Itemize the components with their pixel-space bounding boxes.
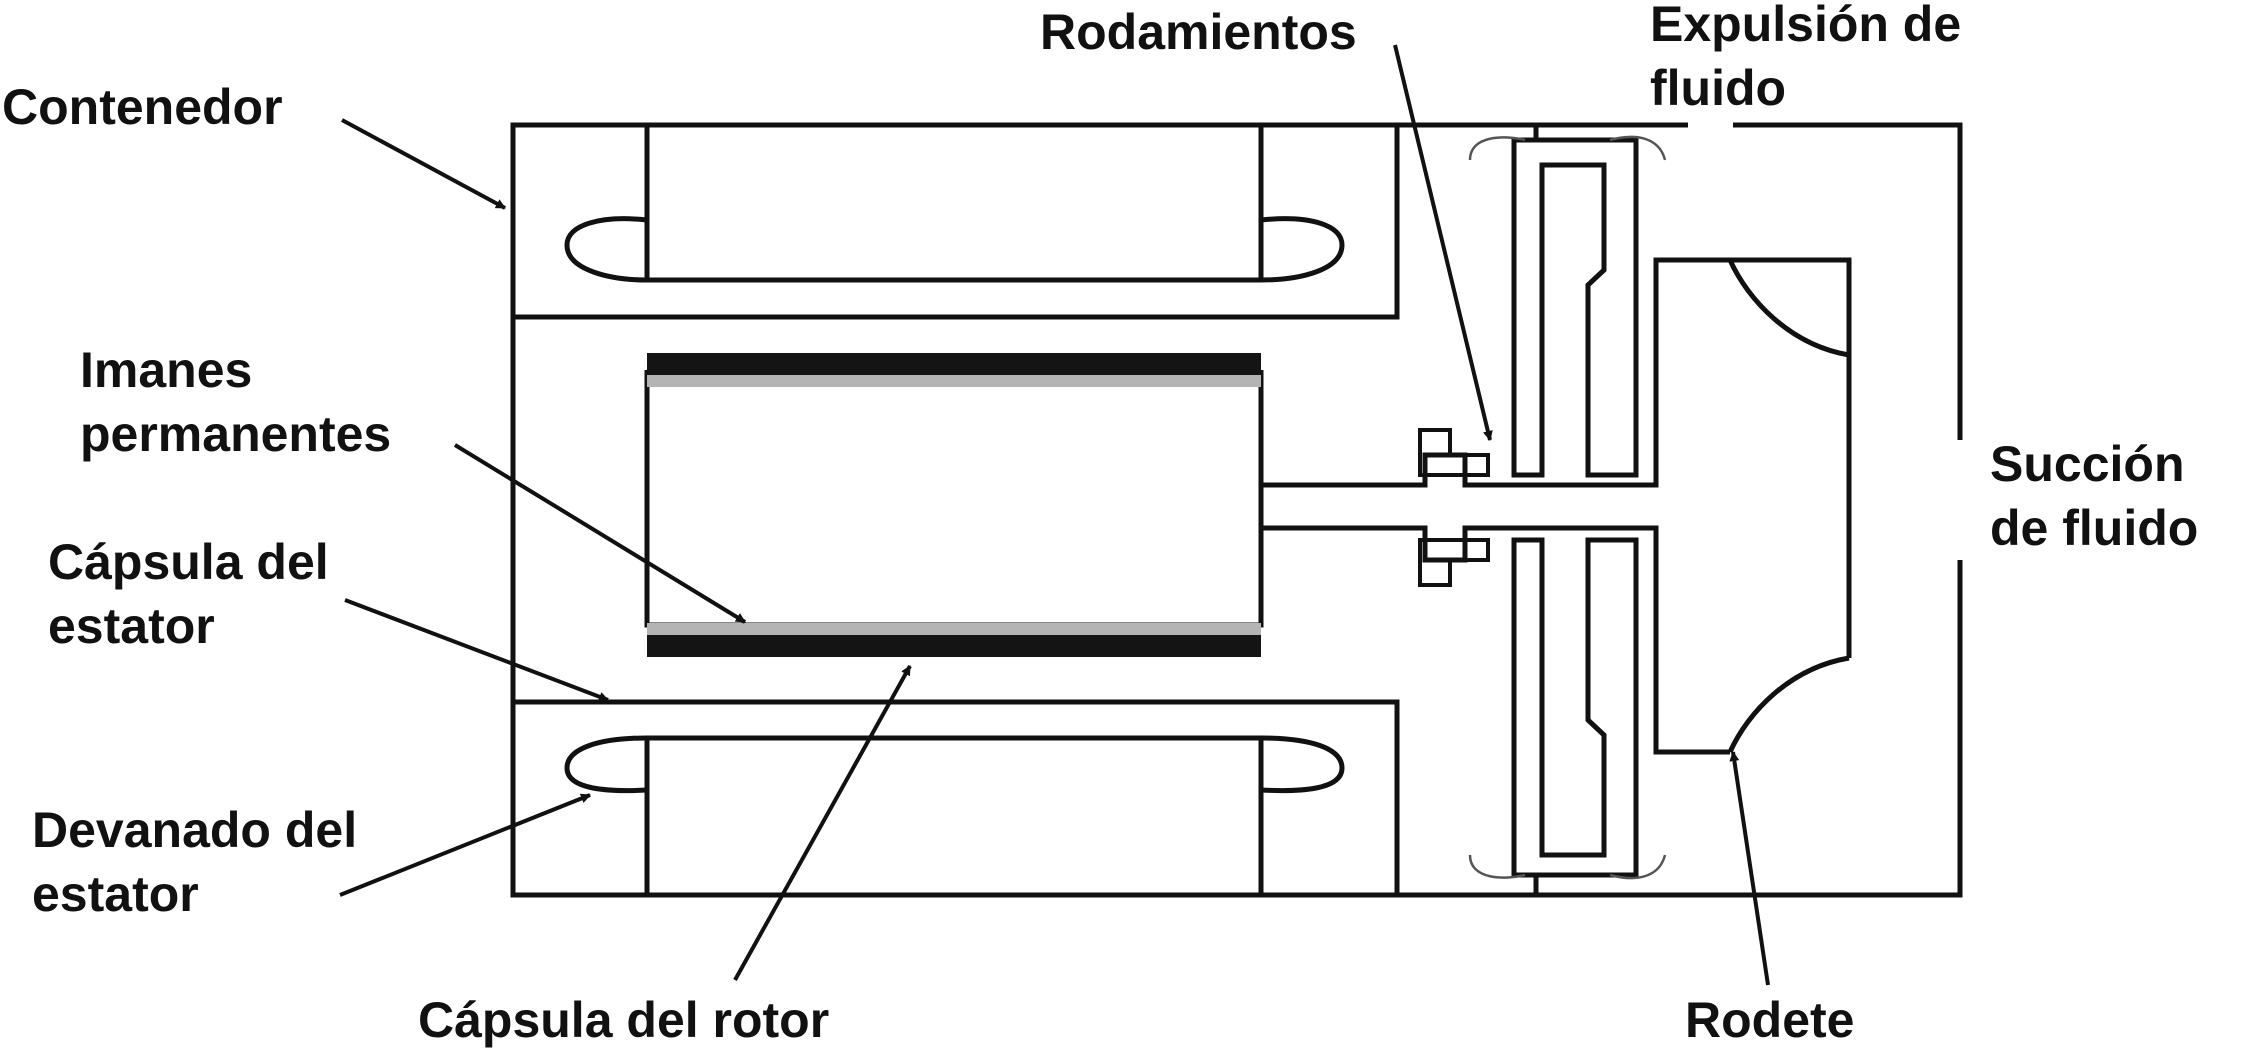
bearing-lower [1418, 538, 1490, 587]
bearing-upper [1418, 428, 1490, 477]
impeller-lower-curve [1727, 655, 1850, 754]
winding-upper-left [564, 216, 648, 283]
rotor-shaft-upper [1258, 257, 1852, 488]
label-devanado-estator: Devanado del estator [32, 798, 357, 926]
winding-lower-right [1260, 735, 1345, 794]
magnet-lower-dark [647, 635, 1261, 657]
label-contenedor: Contenedor [2, 79, 283, 135]
rotor-shaft-lower [1258, 525, 1730, 755]
label-imanes-line2: permanentes [80, 406, 392, 462]
label-capsula-estator-line2: estator [48, 598, 215, 654]
leader-devanado [339, 793, 591, 897]
leader-imanes [453, 443, 747, 624]
container-outline-top-right [1733, 122, 1963, 440]
label-capsula-estator-line1: Cápsula del [48, 534, 329, 590]
stator-upper-block [513, 125, 1400, 320]
impeller-shroud-lower [1511, 537, 1639, 878]
label-rodete: Rodete [1685, 992, 1855, 1048]
label-imanes-line1: Imanes [80, 342, 253, 398]
flow-arrow-top-right [1609, 135, 1667, 161]
magnet-lower-light [647, 623, 1261, 635]
label-succion-fluido: Succión de fluido [1990, 432, 2198, 560]
label-succion-line1: Succión [1990, 436, 2185, 492]
flow-arrow-bottom-left [1468, 854, 1526, 879]
winding-upper-right [1260, 216, 1345, 283]
label-devanado-line2: estator [32, 866, 199, 922]
label-imanes-permanentes: Imanes permanentes [80, 338, 391, 466]
leader-rodete [1729, 751, 1770, 986]
impeller-shroud [1511, 137, 1639, 478]
rotor-capsule-outline [644, 370, 1264, 628]
label-devanado-line1: Devanado del [32, 802, 358, 858]
leader-capsula-rotor [733, 665, 912, 981]
label-capsula-rotor: Cápsula del rotor [418, 992, 830, 1048]
magnet-upper-dark [647, 353, 1261, 375]
winding-lower-left [564, 735, 648, 794]
leader-capsula-estator [344, 598, 609, 702]
flow-arrow-top-left [1468, 136, 1526, 161]
stator-capsule-line [513, 699, 1400, 895]
container-outline [510, 122, 1963, 898]
leader-rodamientos [1393, 44, 1493, 441]
label-succion-line2: de fluido [1990, 500, 2199, 556]
label-expulsion-line1: Expulsión de [1650, 0, 1962, 52]
label-expulsion-fluido: Expulsión de fluido [1650, 0, 1961, 120]
magnet-upper-light [647, 375, 1261, 387]
impeller-upper-curve [1727, 258, 1850, 358]
label-expulsion-line2: fluido [1650, 60, 1787, 116]
label-rodamientos: Rodamientos [1040, 4, 1357, 60]
label-capsula-estator: Cápsula del estator [48, 530, 329, 658]
flow-arrow-bottom-right [1609, 854, 1667, 880]
leader-contenedor [341, 118, 506, 210]
